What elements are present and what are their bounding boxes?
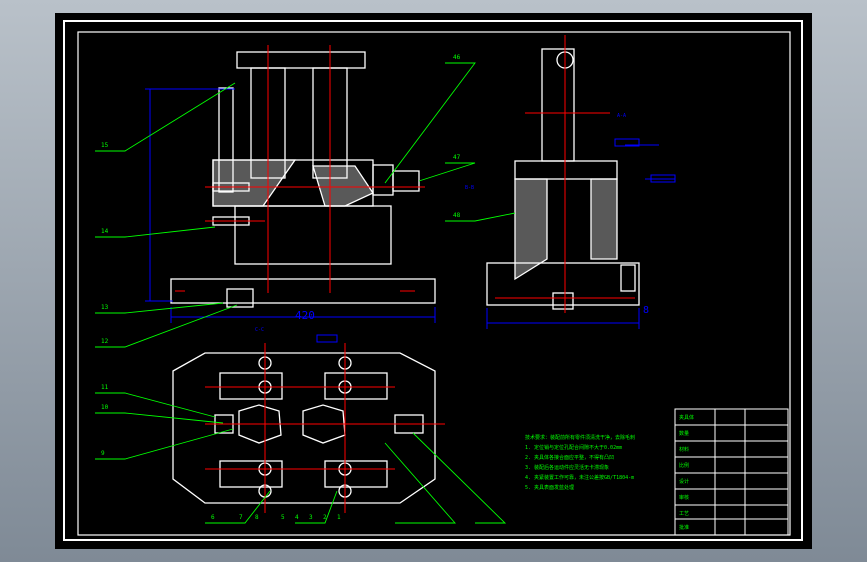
front-centerlines <box>175 45 425 293</box>
side-top-block <box>514 160 618 180</box>
tolerance-box-2 <box>650 174 676 183</box>
outer-frame <box>63 20 803 541</box>
callout-9: 9 <box>101 450 105 457</box>
inner-frame <box>77 31 791 536</box>
clamp-screw <box>392 170 420 192</box>
tb-label-7: 批准 <box>679 524 689 531</box>
side-centerlines <box>495 35 635 313</box>
side-hatch-right <box>590 178 618 260</box>
callout-4: 4 <box>295 514 299 521</box>
technical-notes: 技术要求：装配前所有零件须清洗干净，去除毛刺 1. 定位销与定位孔配合间隙不大于… <box>525 434 635 491</box>
tb-label-0: 夹具体 <box>679 414 694 421</box>
title-block-frame <box>674 408 789 536</box>
callout-12: 12 <box>101 338 109 345</box>
base-plate <box>170 278 436 304</box>
callout-48: 48 <box>453 212 461 219</box>
callout-10: 10 <box>101 404 109 411</box>
front-view[interactable] <box>170 51 436 308</box>
callout-1: 1 <box>337 514 341 521</box>
note-line-3: 3. 装配后各运动件应灵活无卡滞现象 <box>525 464 609 471</box>
base-bolt <box>226 288 254 308</box>
section-labels: A-A B-B C-C <box>255 113 626 333</box>
top-pocket-2 <box>324 372 388 400</box>
callout-3: 3 <box>309 514 313 521</box>
tolerance-box-1 <box>614 138 640 147</box>
vblock-left <box>238 404 282 444</box>
tb-label-2: 材料 <box>679 446 689 453</box>
tb-label-5: 审核 <box>679 494 689 501</box>
callout-46: 46 <box>453 54 461 61</box>
top-centerlines <box>205 343 445 513</box>
section-label-b: B-B <box>465 185 474 191</box>
dimension-side: 8 <box>643 305 649 316</box>
top-pocket-4 <box>324 460 388 488</box>
callout-2: 2 <box>323 514 327 521</box>
tb-label-3: 比例 <box>679 462 689 469</box>
side-base <box>486 262 640 306</box>
callout-47: 47 <box>453 154 461 161</box>
top-pocket-1 <box>219 372 283 400</box>
note-line-0: 技术要求：装配前所有零件须清洗干净，去除毛刺 <box>525 434 635 441</box>
callout-11: 11 <box>101 384 109 391</box>
tb-label-6: 工艺 <box>679 511 689 517</box>
section-label-a: A-A <box>617 113 626 119</box>
leader-lines <box>95 62 516 524</box>
note-line-4: 4. 夹紧装置工作可靠，未注公差按GB/T1804-m <box>525 474 634 481</box>
tb-label-4: 设计 <box>679 478 689 485</box>
side-dimensions <box>486 144 675 329</box>
title-block[interactable] <box>674 408 789 536</box>
note-line-5: 5. 夹具表面发蓝处理 <box>525 484 574 491</box>
tolerance-box-3 <box>316 334 338 343</box>
callout-6: 6 <box>211 514 215 521</box>
callout-7: 7 <box>239 514 243 521</box>
drawing-svg: 420 <box>63 20 803 541</box>
front-dimensions <box>145 88 436 323</box>
callout-14: 14 <box>101 228 109 235</box>
dimension-420: 420 <box>295 309 315 322</box>
callout-8: 8 <box>255 514 259 521</box>
side-pin <box>620 264 636 292</box>
callout-15: 15 <box>101 142 109 149</box>
side-column <box>541 48 575 162</box>
side-handle-block <box>372 164 394 196</box>
main-body <box>234 205 392 265</box>
callout-5: 5 <box>281 514 285 521</box>
section-hatch-right <box>312 165 374 207</box>
drawing-sheet[interactable]: 420 <box>55 13 812 549</box>
top-view[interactable] <box>172 352 436 504</box>
note-line-1: 1. 定位销与定位孔配合间隙不大于0.02mm <box>525 444 622 451</box>
top-plate <box>236 51 366 69</box>
side-bar <box>218 87 234 193</box>
tb-label-1: 数量 <box>679 430 689 437</box>
note-line-2: 2. 夹具体各接合面应平整，不得有凸凹 <box>525 454 614 461</box>
title-block-labels: 夹具体 数量 材料 比例 设计 审核 工艺 批准 <box>679 414 694 531</box>
side-key <box>552 292 574 310</box>
callout-labels: 15 14 13 12 11 10 9 8 7 6 5 4 3 2 1 46 4… <box>101 54 461 521</box>
side-hatch-left <box>514 178 548 281</box>
callout-13: 13 <box>101 304 109 311</box>
side-view[interactable] <box>486 48 640 310</box>
section-label-c: C-C <box>255 327 264 333</box>
top-pocket-3 <box>219 460 283 488</box>
top-outline <box>172 352 436 504</box>
